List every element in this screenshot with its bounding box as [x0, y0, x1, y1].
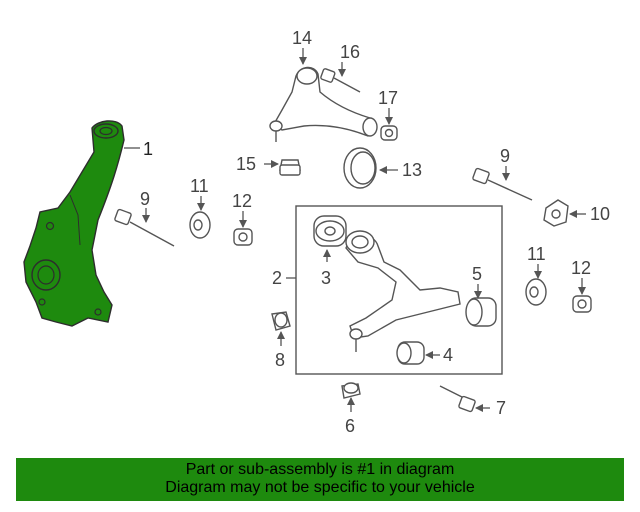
nut-part-8[interactable] — [271, 311, 291, 331]
callout-5: 5 — [472, 264, 482, 284]
bolt-part-9-right[interactable] — [472, 167, 533, 201]
bolt-part-7[interactable] — [439, 385, 476, 413]
callout-3: 3 — [321, 268, 331, 288]
callout-15: 15 — [236, 154, 256, 174]
callout-10: 10 — [590, 204, 610, 224]
notice-banner: Part or sub-assembly is #1 in diagram Di… — [16, 458, 624, 501]
bolt-part-16[interactable] — [320, 68, 361, 93]
callout-9-right: 9 — [500, 146, 510, 166]
banner-line-1: Part or sub-assembly is #1 in diagram — [185, 461, 455, 478]
callout-14: 14 — [292, 28, 312, 48]
ring-part-13[interactable] — [343, 147, 377, 189]
bushing-part-3[interactable] — [313, 215, 347, 247]
callout-11-right: 11 — [527, 244, 546, 264]
nut-part-12-left[interactable] — [233, 228, 253, 246]
nut-part-6[interactable] — [341, 382, 361, 399]
callout-12-right: 12 — [571, 258, 591, 278]
callout-9-left: 9 — [140, 189, 150, 209]
callout-11-left: 11 — [190, 176, 209, 196]
steering-knuckle-part-1[interactable] — [23, 120, 125, 327]
callout-8: 8 — [275, 350, 285, 370]
callout-1: 1 — [143, 139, 153, 159]
bushing-part-5[interactable] — [465, 297, 497, 327]
callout-17: 17 — [378, 88, 398, 108]
bolt-part-9-left[interactable] — [114, 208, 175, 247]
bushing-part-4[interactable] — [396, 341, 425, 365]
nut-part-17[interactable] — [380, 125, 398, 141]
callout-7: 7 — [496, 398, 506, 418]
nut-part-15[interactable] — [279, 159, 301, 176]
callout-16: 16 — [340, 42, 360, 62]
banner-line-2: Diagram may not be specific to your vehi… — [165, 479, 475, 496]
callout-6: 6 — [345, 416, 355, 436]
callout-12-left: 12 — [232, 191, 252, 211]
callout-2: 2 — [272, 268, 282, 288]
cam-washer-part-10[interactable] — [543, 199, 569, 227]
washer-part-11-right[interactable] — [525, 278, 547, 306]
callout-13: 13 — [402, 160, 422, 180]
upper-control-arm-part-14[interactable] — [269, 66, 378, 142]
lower-control-arm[interactable] — [345, 230, 461, 352]
parts-diagram: 1 2 3 4 5 6 7 8 9 9 10 11 11 12 12 13 14… — [23, 28, 610, 436]
callout-4: 4 — [443, 345, 453, 365]
nut-part-12-right[interactable] — [572, 295, 592, 313]
washer-part-11-left[interactable] — [189, 211, 211, 239]
